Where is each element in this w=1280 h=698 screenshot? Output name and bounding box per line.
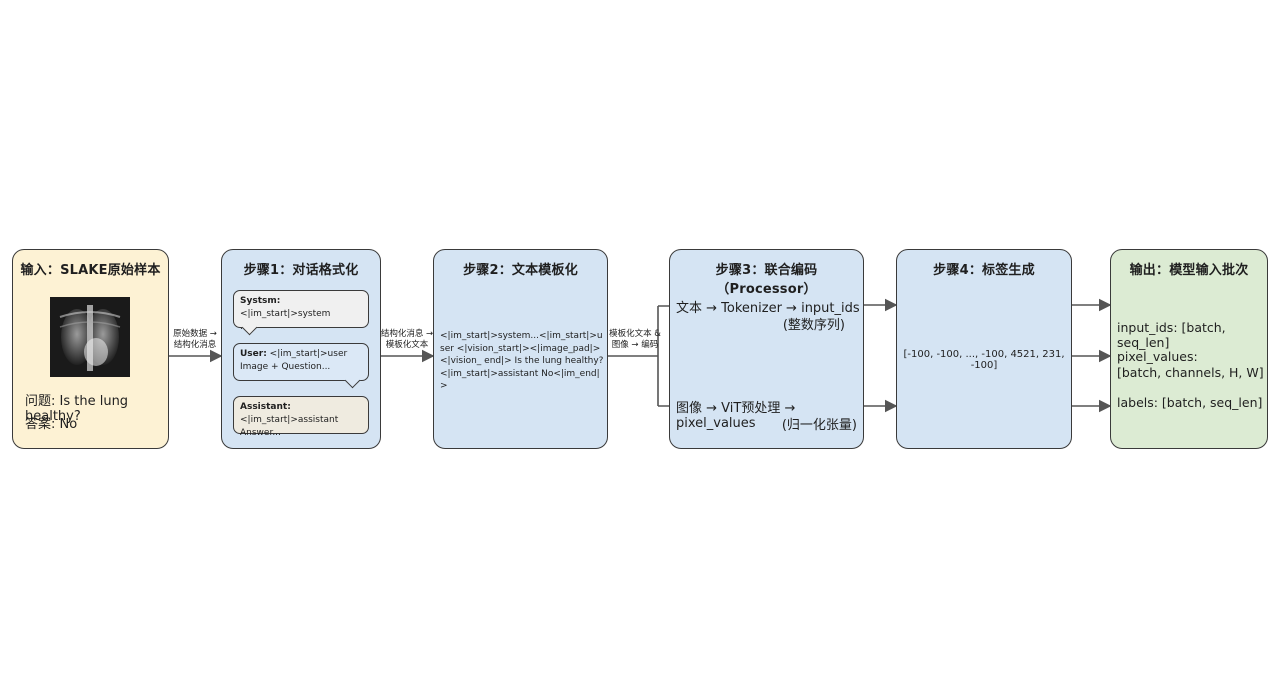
arrow-label-1: 原始数据 → 结构化消息 [169, 329, 221, 351]
system-cont: ... [240, 321, 362, 334]
arrow-label-2: 结构化消息 → 模板化文本 [379, 329, 435, 351]
user-text: <|im_start|>user [266, 349, 348, 359]
input-question: 问题: Is the lung healthy? [25, 394, 129, 424]
output-title: 输出：模型输入批次 [1129, 263, 1249, 278]
user-bubble: User: <|im_start|>user Image + Question.… [233, 343, 369, 389]
system-text: <|im_start|>system [240, 309, 331, 319]
step2-title: 步骤2：文本模板化 [463, 263, 578, 278]
arrow-label-3: 模板化文本 & 图像 → 编码 [607, 329, 663, 351]
output-labels: labels: [batch, seq_len] [1117, 395, 1263, 410]
assistant-role: Assistant: [240, 402, 291, 412]
system-line: Systsm: <|im_start|>system [240, 295, 362, 321]
user-cont: Image + Question... [240, 362, 331, 372]
step3-box: 步骤3：联合编码（Processor） 文本 → Tokenizer → inp… [669, 249, 864, 449]
arrow-label-1-line2: 结构化消息 [173, 340, 217, 350]
user-bubble-tail [344, 372, 361, 389]
arrow-label-2-line1: 结构化消息 → [380, 329, 434, 339]
input-title: 输入：SLAKE原始样本 [20, 263, 161, 278]
assistant-cont: Answer... [240, 428, 281, 438]
step3-text-line: 文本 → Tokenizer → input_ids [676, 301, 860, 316]
step4-title: 步骤4：标签生成 [933, 263, 1035, 278]
output-pixel-values: pixel_values: [1117, 349, 1198, 364]
user-line: User: <|im_start|>user [240, 348, 362, 361]
output-input-ids: input_ids: [batch, seq_len] [1117, 320, 1226, 350]
step1-title: 步骤1：对话格式化 [243, 263, 359, 278]
step3-title: 步骤3：联合编码（Processor） [715, 263, 818, 297]
system-role: Systsm: [240, 296, 281, 306]
arrow-label-1-line1: 原始数据 → [173, 329, 217, 339]
label-sequence: [-100, -100, ..., -100, 4521, 231, -100] [903, 349, 1065, 371]
system-bubble: Systsm: <|im_start|>system ... [233, 290, 369, 336]
step2-box: 步骤2：文本模板化 <|im_start|>system...<|im_star… [433, 249, 608, 449]
template-text: <|im_start|>system...<|im_start|>user <|… [440, 331, 604, 391]
arrow-label-3-line2: 图像 → 编码 [611, 340, 659, 350]
output-box: 输出：模型输入批次 input_ids: [batch, seq_len] pi… [1110, 249, 1268, 449]
assistant-line: Assistant: <|im_start|>assistant [240, 401, 362, 427]
assistant-bubble: Assistant: <|im_start|>assistant Answer.… [233, 396, 369, 438]
step1-box: 步骤1：对话格式化 Systsm: <|im_start|>system ...… [221, 249, 381, 449]
input-answer: 答案: No [25, 417, 78, 432]
user-role: User: [240, 349, 267, 359]
step4-box: 步骤4：标签生成 [-100, -100, ..., -100, 4521, 2… [896, 249, 1072, 449]
arrow-label-3-line1: 模板化文本 & [609, 329, 661, 339]
output-pixel-shape: [batch, channels, H, W] [1117, 365, 1264, 380]
xray-image [50, 297, 130, 377]
arrow-step2-to-step3-branch [608, 305, 669, 407]
arrow-label-2-line2: 模板化文本 [385, 340, 429, 350]
step3-image-line: 图像 → ViT预处理 → pixel_values [676, 401, 796, 431]
step3-image-note: (归一化张量) [781, 418, 857, 433]
assistant-text: <|im_start|>assistant [240, 415, 339, 425]
input-box: 输入：SLAKE原始样本 问题: Is the lung healthy? 答案… [12, 249, 169, 449]
step3-text-note: (整数序列) [782, 318, 845, 333]
